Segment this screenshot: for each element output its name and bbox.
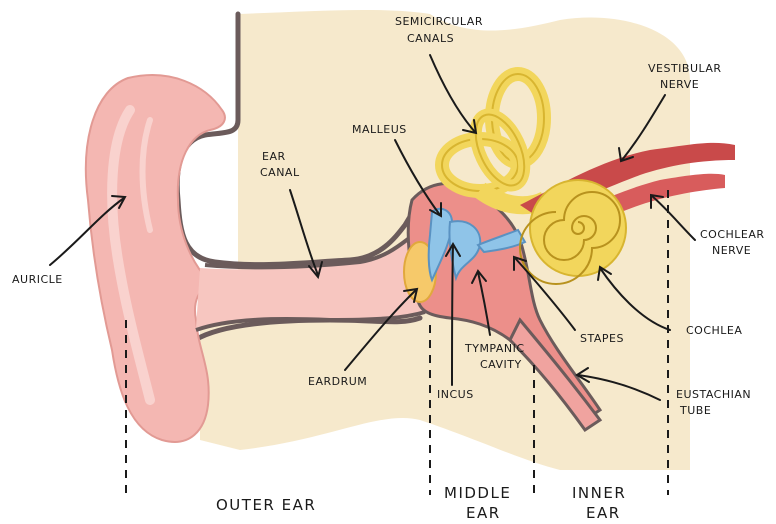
incus-leader <box>452 245 453 385</box>
auricle-label: AURICLE <box>12 273 63 286</box>
incus-label: INCUS <box>437 388 474 401</box>
outer-ear-section-label: OUTER EAR <box>216 496 316 514</box>
middle-ear-section-label-line1: MIDDLE <box>444 484 511 502</box>
inner-ear-section-label-line1: INNER <box>572 484 626 502</box>
ear-canal-label-line1: EAR <box>262 150 286 163</box>
semicircular-canals-label-line1: SEMICIRCULAR <box>395 15 483 28</box>
malleus-label: MALLEUS <box>352 123 407 136</box>
vestibular-nerve-label-line2: NERVE <box>660 78 699 91</box>
cochlear-nerve-label-line1: COCHLEAR <box>700 228 765 241</box>
vestibular-nerve-label-line1: VESTIBULAR <box>648 62 722 75</box>
eustachian-tube-label-line2: TUBE <box>679 404 711 417</box>
inner-ear-section-label-line2: EAR <box>586 504 621 522</box>
cochlea-label: COCHLEA <box>686 324 742 337</box>
tympanic-cavity-label-line2: CAVITY <box>480 358 522 371</box>
stapes-label: STAPES <box>580 332 624 345</box>
eustachian-tube-label-line1: EUSTACHIAN <box>676 388 751 401</box>
semicircular-canals-label-line2: CANALS <box>407 32 454 45</box>
cochlear-nerve-label-line2: NERVE <box>712 244 751 257</box>
tympanic-cavity-label-line1: TYMPANIC <box>464 342 525 355</box>
middle-ear-section-label-line2: EAR <box>466 504 501 522</box>
ear-canal-label-line2: CANAL <box>260 166 300 179</box>
eardrum-label: EARDRUM <box>308 375 367 388</box>
